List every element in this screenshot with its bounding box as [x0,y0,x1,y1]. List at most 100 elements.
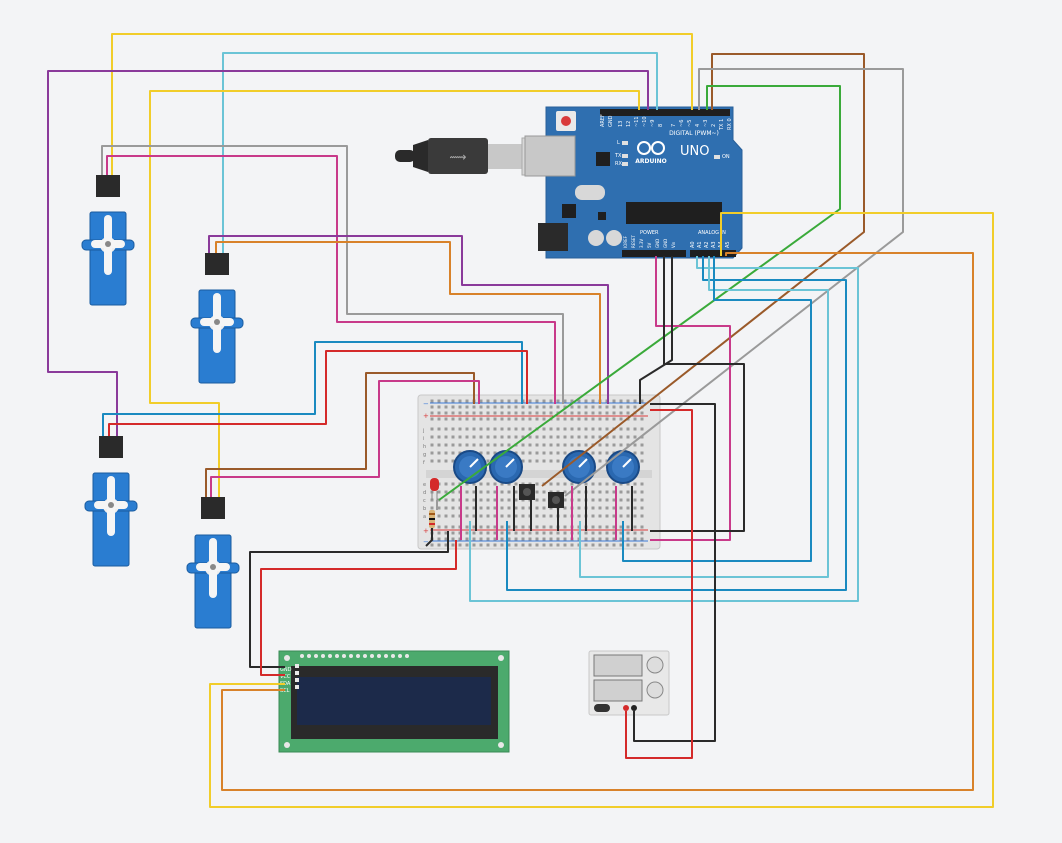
breadboard-hole[interactable] [500,405,504,409]
potentiometer-2[interactable] [489,450,523,484]
breadboard-hole[interactable] [472,531,476,535]
breadboard-hole[interactable] [563,411,567,415]
breadboard-hole[interactable] [437,531,441,535]
wire-purple-servo3-signal[interactable] [47,70,649,436]
breadboard-hole[interactable] [619,482,623,486]
breadboard-hole[interactable] [612,482,616,486]
breadboard-hole[interactable] [472,405,476,409]
breadboard-hole[interactable] [479,543,483,547]
wire-red-lcd-vcc[interactable] [260,540,457,676]
wire-brown-servo4-gnd[interactable] [205,372,475,497]
breadboard-hole[interactable] [451,537,455,541]
breadboard-hole[interactable] [556,543,560,547]
wire-orange-servo2-vcc[interactable] [215,241,601,404]
breadboard-hole[interactable] [542,537,546,541]
breadboard-hole[interactable] [444,498,448,502]
breadboard-hole[interactable] [486,498,490,502]
breadboard-hole[interactable] [640,459,644,463]
breadboard-hole[interactable] [514,531,518,535]
breadboard-hole[interactable] [556,451,560,455]
breadboard-hole[interactable] [521,417,525,421]
breadboard-hole[interactable] [619,514,623,518]
breadboard-hole[interactable] [472,498,476,502]
breadboard-hole[interactable] [486,543,490,547]
breadboard-hole[interactable] [514,525,518,529]
breadboard-hole[interactable] [584,427,588,431]
breadboard-hole[interactable] [626,531,630,535]
breadboard-hole[interactable] [458,427,462,431]
pushbutton-2[interactable] [548,492,564,508]
breadboard-hole[interactable] [493,435,497,439]
breadboard-hole[interactable] [626,498,630,502]
breadboard-hole[interactable] [542,443,546,447]
breadboard-hole[interactable] [444,459,448,463]
breadboard-hole[interactable] [633,543,637,547]
breadboard-hole[interactable] [556,399,560,403]
breadboard-hole[interactable] [493,482,497,486]
lcd-i2c-pin[interactable] [295,678,299,682]
breadboard-hole[interactable] [500,417,504,421]
breadboard-hole[interactable] [549,531,553,535]
breadboard-hole[interactable] [486,399,490,403]
breadboard-hole[interactable] [444,405,448,409]
breadboard-hole[interactable] [633,514,637,518]
breadboard-hole[interactable] [542,405,546,409]
breadboard-hole[interactable] [549,411,553,415]
breadboard-hole[interactable] [451,482,455,486]
breadboard-hole[interactable] [640,417,644,421]
breadboard-hole[interactable] [605,543,609,547]
breadboard-hole[interactable] [535,435,539,439]
breadboard-hole[interactable] [605,525,609,529]
breadboard-hole[interactable] [542,417,546,421]
breadboard-hole[interactable] [521,459,525,463]
wire-black-ps-neg[interactable] [633,403,716,742]
breadboard-hole[interactable] [542,451,546,455]
breadboard-hole[interactable] [500,498,504,502]
breadboard-hole[interactable] [437,427,441,431]
breadboard-hole[interactable] [556,435,560,439]
breadboard-hole[interactable] [528,435,532,439]
breadboard-hole[interactable] [514,490,518,494]
breadboard-hole[interactable] [528,531,532,535]
breadboard-hole[interactable] [619,435,623,439]
wire-blue-a3-pot1[interactable] [622,256,812,562]
breadboard-hole[interactable] [479,531,483,535]
breadboard-hole[interactable] [640,543,644,547]
wire-magenta-servo4-vcc[interactable] [210,380,480,497]
breadboard-hole[interactable] [535,543,539,547]
breadboard-hole[interactable] [500,537,504,541]
breadboard-hole[interactable] [605,411,609,415]
breadboard-hole[interactable] [451,543,455,547]
breadboard-hole[interactable] [472,525,476,529]
breadboard-hole[interactable] [591,482,595,486]
breadboard-hole[interactable] [542,411,546,415]
breadboard-hole[interactable] [619,543,623,547]
lcd-i2c-pin[interactable] [295,664,299,668]
breadboard-hole[interactable] [514,411,518,415]
breadboard-hole[interactable] [619,411,623,415]
potentiometer-4[interactable] [606,450,640,484]
breadboard-hole[interactable] [584,443,588,447]
breadboard-hole[interactable] [619,531,623,535]
breadboard-hole[interactable] [521,451,525,455]
breadboard-hole[interactable] [486,490,490,494]
breadboard-hole[interactable] [451,506,455,510]
ps-negative-terminal[interactable] [631,705,637,711]
breadboard-hole[interactable] [563,399,567,403]
breadboard-hole[interactable] [479,482,483,486]
breadboard-hole[interactable] [563,405,567,409]
breadboard-hole[interactable] [521,435,525,439]
breadboard-hole[interactable] [493,490,497,494]
breadboard-hole[interactable] [605,435,609,439]
power-switch[interactable] [594,704,610,712]
breadboard-hole[interactable] [444,537,448,541]
breadboard-hole[interactable] [570,405,574,409]
breadboard-hole[interactable] [535,506,539,510]
breadboard-hole[interactable] [633,435,637,439]
breadboard-hole[interactable] [493,405,497,409]
breadboard-hole[interactable] [444,427,448,431]
breadboard-hole[interactable] [577,514,581,518]
breadboard-hole[interactable] [612,411,616,415]
breadboard-hole[interactable] [633,490,637,494]
breadboard-hole[interactable] [556,405,560,409]
